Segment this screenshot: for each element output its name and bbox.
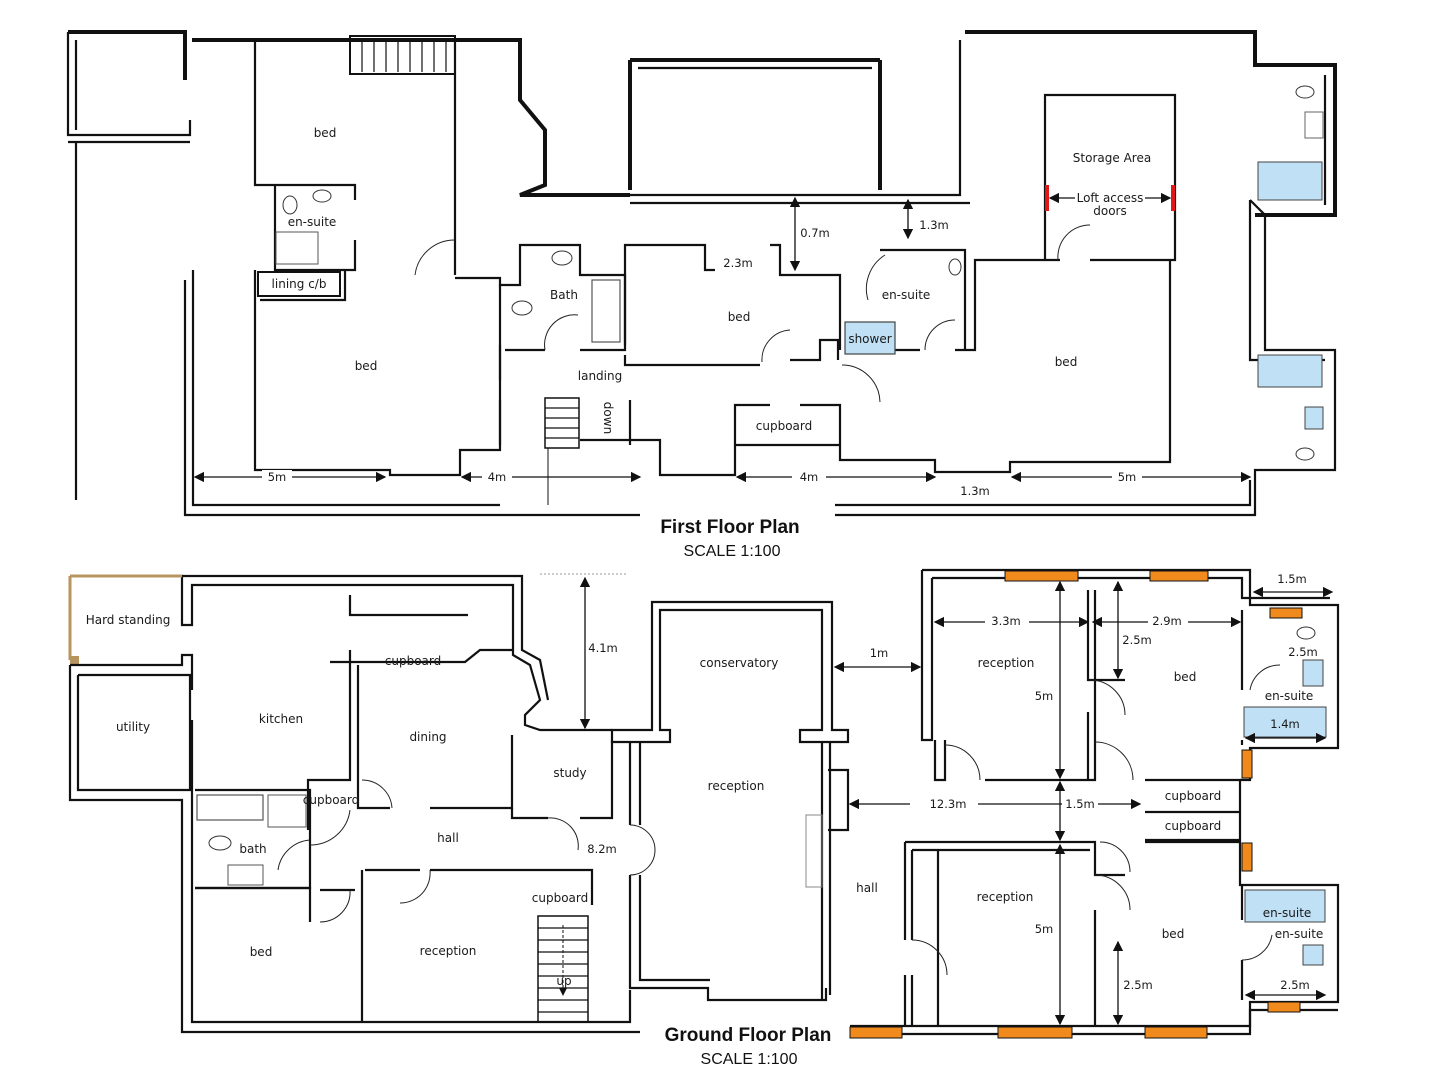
room-label: reception [708, 779, 765, 793]
room-label: bed [314, 126, 337, 140]
room-label: kitchen [259, 712, 303, 726]
room-label: conservatory [700, 656, 779, 670]
dimension-label: 2.5m [1288, 645, 1318, 659]
dimension-label: 1m [870, 646, 889, 660]
room-label: shower [848, 332, 891, 346]
shower-tray [844, 321, 896, 355]
room-label: en-suite [882, 288, 931, 302]
first-floor-labels: bed en-suite lining c/b bed Bath bed lan… [268, 126, 1151, 560]
room-label: bed [250, 945, 273, 959]
dimension-label: 5m [1035, 922, 1054, 936]
room-label: Bath [550, 288, 578, 302]
dimension-label: 3.3m [991, 614, 1021, 628]
ground-floor-title: Ground Floor Plan [665, 1025, 832, 1046]
room-label: reception [977, 890, 1034, 904]
room-label: hall [437, 831, 459, 845]
dimension-label: 12.3m [930, 797, 967, 811]
ground-floor-labels: Hard standing utility kitchen cupboard d… [86, 572, 1324, 1068]
room-label: en-suite [1275, 927, 1324, 941]
room-label: study [553, 766, 586, 780]
stairs-direction-label: down [601, 402, 615, 434]
room-label: cupboard [532, 891, 588, 905]
dimension-label: 5m [1035, 689, 1054, 703]
room-label: bed [1174, 670, 1197, 684]
dimension-label: 1.5m [1277, 572, 1307, 586]
dimension-label: 0.7m [800, 226, 830, 240]
room-label: cupboard [385, 654, 441, 668]
dimension-label: 1.5m [1065, 797, 1095, 811]
room-label: cupboard [756, 419, 812, 433]
room-label: bed [1162, 927, 1185, 941]
dimension-label: 1.3m [919, 218, 949, 232]
stairs-direction-label: up [556, 974, 571, 988]
dimension-label: 1.3m [960, 484, 990, 498]
ground-floor-plan: Hard standing utility kitchen cupboard d… [68, 568, 1340, 1068]
room-label: landing [578, 369, 622, 383]
dimension-label: 8.2m [587, 842, 617, 856]
room-label: en-suite [288, 215, 337, 229]
dimension-label: 5m [1118, 470, 1137, 484]
toilet-icon [208, 626, 1316, 851]
dimension-label: 4m [800, 470, 819, 484]
dimension-label: 2.9m [1152, 614, 1182, 628]
dimension-label: 4m [488, 470, 507, 484]
toilet-icon [282, 85, 1315, 461]
room-label: hall [856, 881, 878, 895]
dimension-label: 4.1m [588, 641, 618, 655]
ground-floor-walls [68, 568, 1340, 1039]
room-label: bed [1055, 355, 1078, 369]
room-label: Loft access [1077, 191, 1144, 205]
room-label: Hard standing [86, 613, 171, 627]
room-label: cupboard [303, 793, 359, 807]
room-label: doors [1093, 204, 1127, 218]
room-label: bath [239, 842, 266, 856]
first-floor-plan: bed en-suite lining c/b bed Bath bed lan… [66, 30, 1337, 560]
room-label: cupboard [1165, 789, 1221, 803]
room-label: en-suite [1265, 689, 1314, 703]
room-label: bed [355, 359, 378, 373]
room-label: Storage Area [1073, 151, 1151, 165]
room-label: reception [978, 656, 1035, 670]
ground-floor-dimensions [540, 573, 1334, 1026]
dimension-label: 1.4m [1270, 717, 1300, 731]
dimension-label: 2.5m [1122, 633, 1152, 647]
first-floor-dimensions [193, 192, 1252, 484]
room-label: bed [728, 310, 751, 324]
room-label: reception [420, 944, 477, 958]
dimension-label: 2.5m [1280, 978, 1310, 992]
loft-door-right [1171, 185, 1175, 211]
dimension-label: 2.5m [1123, 978, 1153, 992]
room-label: dining [409, 730, 446, 744]
first-floor-title: First Floor Plan [660, 517, 799, 538]
first-floor-scale: SCALE 1:100 [684, 543, 781, 560]
dimension-label: 2.3m [723, 256, 753, 270]
room-label: utility [116, 720, 150, 734]
room-label: cupboard [1165, 819, 1221, 833]
room-label: lining c/b [272, 277, 327, 291]
room-label: en-suite [1263, 906, 1312, 920]
dimension-label: 5m [268, 470, 287, 484]
ground-floor-scale: SCALE 1:100 [701, 1051, 798, 1068]
loft-door-left [1045, 185, 1049, 211]
window-orange [849, 570, 1303, 1039]
first-floor-rooms [253, 35, 1324, 505]
